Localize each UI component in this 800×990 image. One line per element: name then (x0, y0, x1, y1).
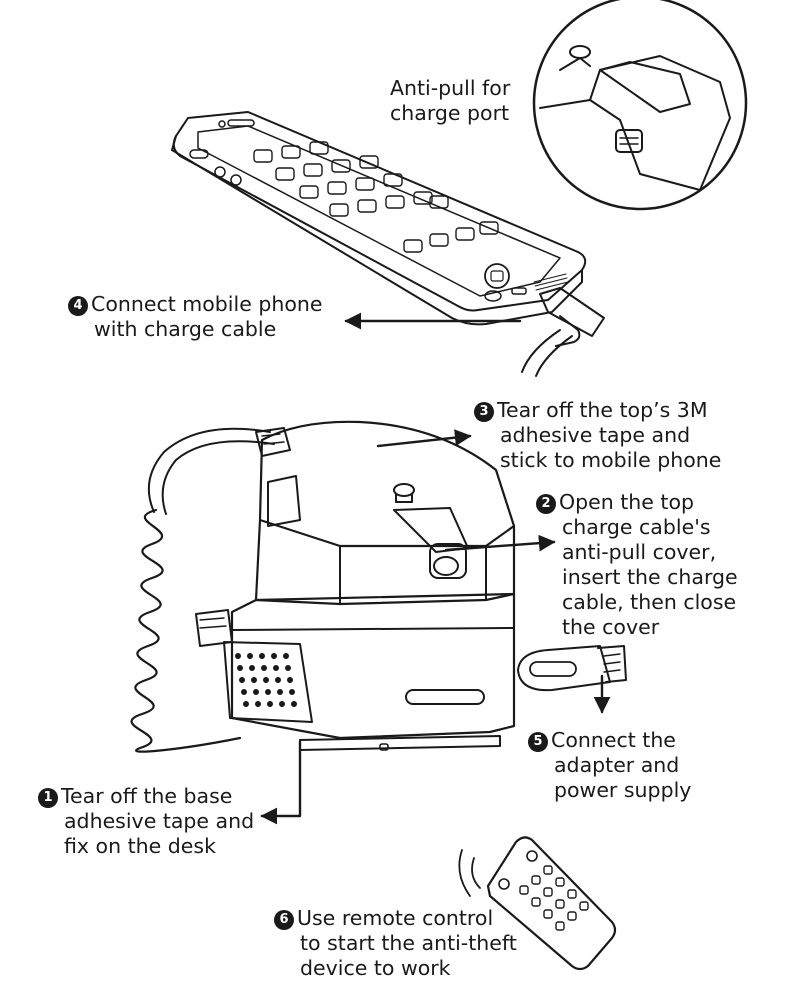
step3-arrow (378, 429, 472, 446)
step5-number-badge: 5 (528, 732, 548, 752)
remote-control-icon (459, 837, 615, 969)
step1-arrow (260, 742, 300, 825)
anti-pull-label-line: charge port (390, 101, 510, 125)
anti-pull-label: Anti-pull for charge port (390, 76, 510, 126)
anti-pull-detail-icon (534, 0, 746, 209)
mobile-phone-icon (172, 112, 604, 376)
step5-line: power supply (554, 778, 692, 802)
step3-line: adhesive tape and (500, 423, 691, 447)
step2-line: Open the top (559, 490, 695, 514)
step2-line: insert the charge (562, 565, 738, 589)
step2-arrow (446, 534, 556, 552)
step3-line: stick to mobile phone (500, 448, 722, 472)
usb-adapter-icon (518, 646, 626, 690)
step5-line: adapter and (554, 753, 680, 777)
step6-line: device to work (300, 956, 451, 980)
step1-line: fix on the desk (64, 834, 216, 858)
step2-number-badge: 2 (536, 494, 556, 514)
step4-line: with charge cable (94, 317, 277, 341)
step6-line: to start the anti-theft (300, 931, 517, 955)
step5-line: Connect the (551, 728, 676, 752)
step6-number-badge: 6 (274, 910, 294, 930)
step2-line: cable, then close (562, 590, 737, 614)
step2-line: charge cable's (562, 515, 711, 539)
step4-number-badge: 4 (68, 296, 88, 316)
anti-pull-label-line: Anti-pull for (390, 76, 511, 100)
step2-line: anti-pull cover, (562, 540, 717, 564)
step1-line: Tear off the base (61, 784, 233, 808)
step2-line: the cover (562, 615, 660, 639)
step3-line: Tear off the top’s 3M (497, 398, 708, 422)
step3-number-badge: 3 (474, 402, 494, 422)
step1-number-badge: 1 (38, 788, 58, 808)
step4-line: Connect mobile phone (91, 292, 323, 316)
anti-theft-alarm-stand-icon (132, 422, 514, 752)
step6-line: Use remote control (297, 906, 494, 930)
step1-line: adhesive tape and (64, 809, 255, 833)
